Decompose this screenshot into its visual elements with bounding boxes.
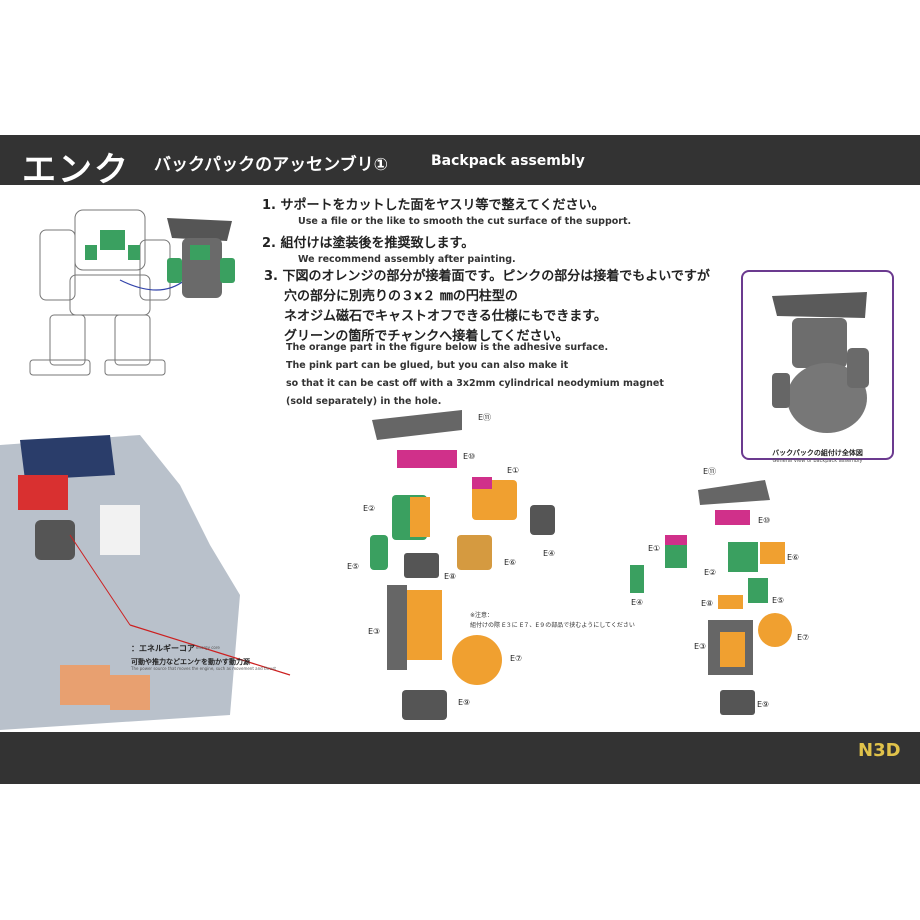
brand-logo: N3D — [858, 740, 901, 761]
part-label: E④ — [631, 598, 644, 607]
footer-band — [0, 732, 920, 784]
backpack-render-small — [167, 218, 235, 298]
robot-photo — [0, 425, 310, 730]
step-3-en-line3: so that it can be cast off with a 3x2mm … — [286, 378, 664, 389]
page-title-en: Backpack assembly — [431, 153, 585, 169]
part-label: E⑥ — [504, 558, 517, 567]
part-label: E③ — [368, 627, 381, 636]
part-label: E① — [648, 544, 661, 553]
step-3-jp-line4: グリーンの箇所でチャンクへ接着してください。 — [284, 329, 569, 344]
part-label: E⑥ — [787, 553, 800, 562]
assembly-caption-en: General view of backpack assembly — [772, 458, 863, 464]
product-logo: エンク — [22, 150, 130, 190]
part-label: E① — [507, 466, 520, 475]
exploded-view-right — [630, 480, 792, 715]
energy-core-small: energy core — [196, 645, 220, 650]
part-label: E④ — [543, 549, 556, 558]
part-label: E⑧ — [444, 572, 457, 581]
part-label: E⑦ — [510, 654, 523, 663]
part-label: E⑩ — [463, 452, 476, 461]
page-title-jp: バックパックのアッセンブリ① — [154, 155, 389, 175]
part-label: E⑦ — [797, 633, 810, 642]
step-3-en-line1: The orange part in the figure below is t… — [286, 342, 609, 353]
part-label: E⑪ — [478, 413, 492, 422]
part-label: E⑤ — [347, 562, 360, 571]
note-title: ※注意： — [470, 612, 494, 619]
step-1-jp: 1. サポートをカットした面をヤスリ等で整えてください。 — [262, 198, 605, 213]
part-label: E② — [704, 568, 717, 577]
part-label: E⑧ — [701, 599, 714, 608]
assembly-overview-panel: バックパックの組付け全体図 General view of backpack a… — [741, 270, 894, 464]
step-2-en: We recommend assembly after painting. — [298, 254, 516, 265]
assembled-backpack-render — [772, 292, 869, 433]
part-label: E⑤ — [772, 596, 785, 605]
part-label: E③ — [694, 642, 707, 651]
step-3-jp-line3: ネオジム磁石でキャストオフできる仕様にもできます。 — [284, 309, 607, 324]
assembly-caption-jp: バックパックの組付け全体図 — [772, 449, 863, 457]
exploded-view-left — [370, 410, 555, 720]
step-3-jp-line2: 穴の部分に別売りの３x２ ㎜の円柱型の — [284, 289, 518, 304]
energy-core-label: ：エネルギーコア — [131, 644, 195, 653]
energy-core-desc-en: The power source that moves the engine, … — [131, 666, 276, 671]
part-label: E⑩ — [758, 516, 771, 525]
step-2-jp: 2. 組付けは塗装後を推奨致します。 — [262, 236, 475, 251]
step-3-en-line2: The pink part can be glued, but you can … — [286, 360, 569, 371]
step-3-jp-line1: 3. 下図のオレンジの部分が接着面です。ピンクの部分は接着でもよいですが — [264, 269, 710, 284]
part-label: E② — [363, 504, 376, 513]
note-text: 組付けの際 E３に E７、E９の部品で挟むようにしてください — [470, 622, 635, 629]
header-band — [0, 135, 920, 185]
robot-line-drawing — [29, 209, 186, 376]
part-label: E⑪ — [703, 467, 717, 476]
step-1-en: Use a file or the like to smooth the cut… — [298, 216, 632, 227]
energy-core-desc-jp: 可動や推力などエンケを動かす動力源 — [131, 658, 250, 666]
part-label: E⑨ — [757, 700, 770, 709]
part-label: E⑨ — [458, 698, 471, 707]
step-3-en-line4: (sold separately) in the hole. — [286, 396, 442, 407]
